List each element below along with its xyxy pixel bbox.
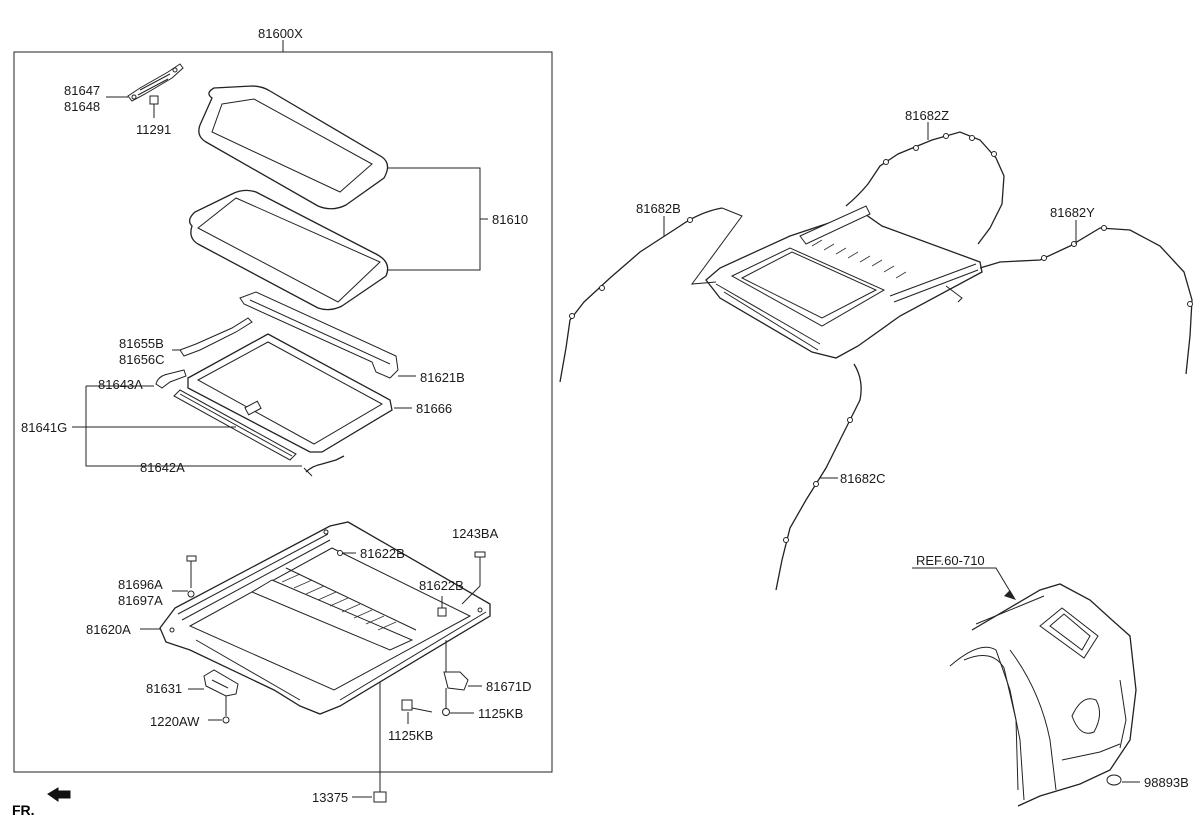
callout-1243BA: 1243BA <box>452 526 499 541</box>
callout-1125KB-left: 1125KB <box>388 728 433 743</box>
callout-81647: 81647 <box>64 83 100 98</box>
drain-hose-81682Y <box>979 225 1193 375</box>
sunshade-link <box>179 317 253 357</box>
sunroof-motor <box>203 669 239 697</box>
clip-81622B-lower <box>437 607 447 617</box>
callout-81682C: 81682C <box>840 471 886 486</box>
bolt-1125KB-left <box>401 699 433 713</box>
callout-81622B-upper: 81622B <box>360 546 405 561</box>
grommet-98893B <box>1106 774 1122 786</box>
nut-13375 <box>373 791 387 803</box>
callout-98893B: 98893B <box>1144 775 1189 790</box>
bracket-81671D <box>443 640 469 691</box>
callout-81643A: 81643A <box>98 377 143 392</box>
roller-end-cap-81643A <box>155 369 187 389</box>
sunroof-glass-outer <box>198 85 389 210</box>
drain-hose-81682C <box>775 363 862 591</box>
clip-81622B-upper <box>337 550 343 556</box>
callout-11291: 11291 <box>136 122 171 137</box>
callout-81697A: 81697A <box>118 593 163 608</box>
callout-81621B: 81621B <box>420 370 465 385</box>
assembly-boundary-box <box>13 51 553 773</box>
screw-1220AW <box>222 696 230 724</box>
screw-11291 <box>149 95 159 118</box>
roller-cable-81642A <box>303 455 345 477</box>
vehicle-body-quarter-panel <box>949 583 1137 807</box>
callout-81610: 81610 <box>492 212 528 227</box>
callout-1220AW: 1220AW <box>150 714 200 729</box>
reference-arrow-icon <box>1004 590 1016 600</box>
callout-81622B-lower: 81622B <box>419 578 464 593</box>
sunshade-roller <box>173 389 297 461</box>
callout-81631: 81631 <box>146 681 182 696</box>
front-direction-arrow-icon <box>47 787 71 802</box>
wind-deflector <box>239 291 399 379</box>
callout-13375: 13375 <box>312 790 348 805</box>
front-direction-label: FR. <box>12 802 35 818</box>
bolt-81696A <box>186 555 197 598</box>
drain-hose-81682B <box>559 207 723 383</box>
sunshade-frame <box>187 333 393 453</box>
callout-81641G: 81641G <box>21 420 67 435</box>
callout-1125KB-right: 1125KB <box>478 706 523 721</box>
callout-81666: 81666 <box>416 401 452 416</box>
callout-81620A: 81620A <box>86 622 131 637</box>
callout-81656C: 81656C <box>119 352 165 367</box>
assembly-label: 81600X <box>258 26 303 41</box>
deflector-link-bracket <box>127 63 184 102</box>
installed-sunroof-assembly <box>705 205 983 359</box>
callout-81648: 81648 <box>64 99 100 114</box>
bolt-1125KB-right <box>442 688 450 716</box>
callout-81642A: 81642A <box>140 460 185 475</box>
callout-81696A: 81696A <box>118 577 163 592</box>
sunroof-glass-seal <box>188 189 389 311</box>
sunroof-main-frame <box>159 521 491 715</box>
bolt-1243BA <box>461 551 486 605</box>
callout-81682Z: 81682Z <box>905 108 949 123</box>
callout-81671D: 81671D <box>486 679 532 694</box>
reference-label: REF.60-710 <box>916 553 985 568</box>
callout-81682B: 81682B <box>636 201 681 216</box>
callout-81655B: 81655B <box>119 336 164 351</box>
callout-81682Y: 81682Y <box>1050 205 1095 220</box>
drain-hose-81682Z <box>845 131 1005 245</box>
